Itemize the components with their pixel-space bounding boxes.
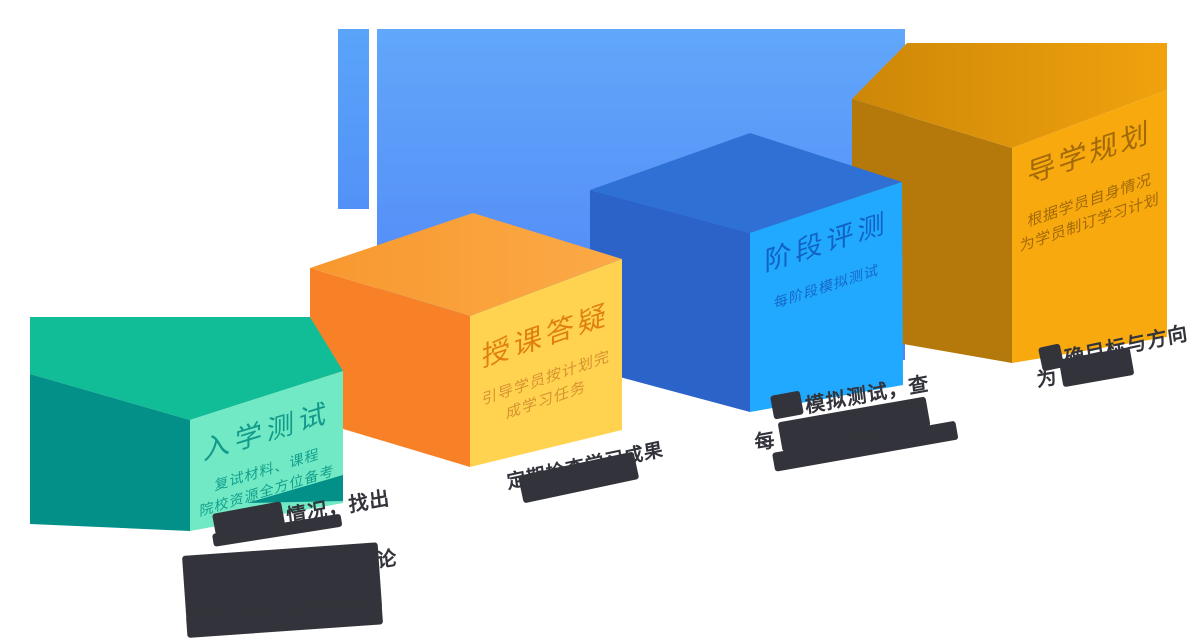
backdrop-side-strip — [338, 29, 369, 209]
step2-box-top-face — [310, 213, 622, 316]
step2-box-side-face — [310, 268, 470, 467]
step2-box-front-face — [470, 259, 622, 467]
step3-box-side-face — [590, 190, 750, 412]
step1-box-top-face — [30, 317, 343, 420]
step1-box-shadow-wedge — [247, 475, 343, 503]
step4-box-top-face — [852, 43, 1167, 148]
step1-box-side-face — [30, 374, 190, 531]
step3-box-front-face — [750, 182, 903, 412]
step3-box-top-face — [590, 133, 902, 233]
step4-box-front-face — [1012, 90, 1167, 363]
